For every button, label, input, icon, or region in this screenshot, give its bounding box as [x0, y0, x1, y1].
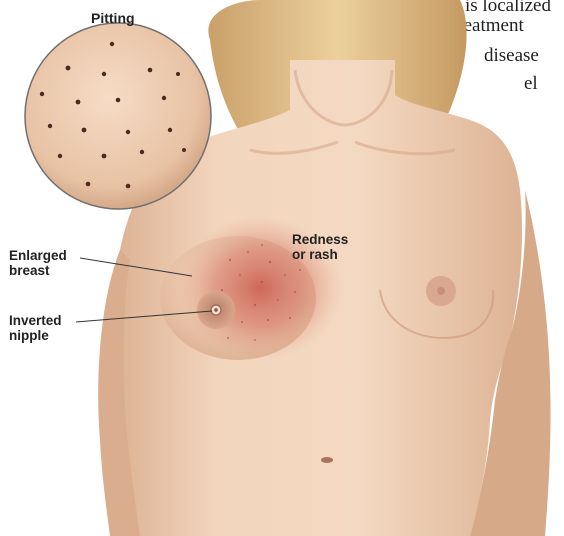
pitting-label: Pitting: [91, 10, 135, 26]
navel: [321, 457, 333, 463]
enlarged-breast-label-line-2: breast: [9, 263, 67, 278]
inverted-nipple-label-line-1: Inverted: [9, 313, 62, 328]
enlarged-breast-label-line-1: Enlarged: [9, 248, 67, 263]
redness-label: Redness or rash: [292, 232, 348, 262]
enlarged-breast-label: Enlarged breast: [9, 248, 67, 278]
pitting-magnifier: [25, 23, 211, 209]
inverted-nipple-label-line-2: nipple: [9, 328, 62, 343]
redness-label-line-1: Redness: [292, 232, 348, 247]
inverted-nipple-label: Inverted nipple: [9, 313, 62, 343]
redness-label-line-2: or rash: [292, 247, 348, 262]
